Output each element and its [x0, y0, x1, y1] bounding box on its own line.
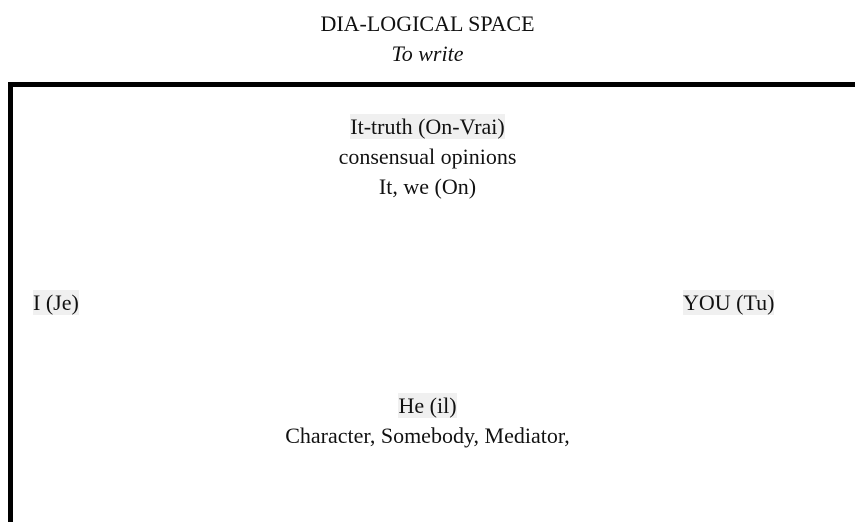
bottom-node-label: He (il)	[398, 393, 457, 418]
diagram-subtitle: To write	[391, 41, 464, 66]
top-node-line3: It, we (On)	[378, 174, 477, 199]
right-node-label: YOU (Tu)	[683, 290, 775, 315]
dialogical-space-frame	[8, 82, 855, 522]
bottom-node-line2: Character, Somebody, Mediator,	[285, 423, 570, 448]
top-node-label: It-truth (On-Vrai)	[350, 114, 505, 139]
left-node-label: I (Je)	[33, 290, 79, 315]
bottom-node-label-row: He (il)	[0, 392, 855, 420]
left-node: I (Je)	[33, 289, 79, 317]
diagram-title: DIA-LOGICAL SPACE	[320, 11, 535, 36]
top-node-line2: consensual opinions	[338, 144, 517, 169]
right-node: YOU (Tu)	[683, 289, 775, 317]
top-node-label-row: It-truth (On-Vrai)	[0, 113, 855, 141]
